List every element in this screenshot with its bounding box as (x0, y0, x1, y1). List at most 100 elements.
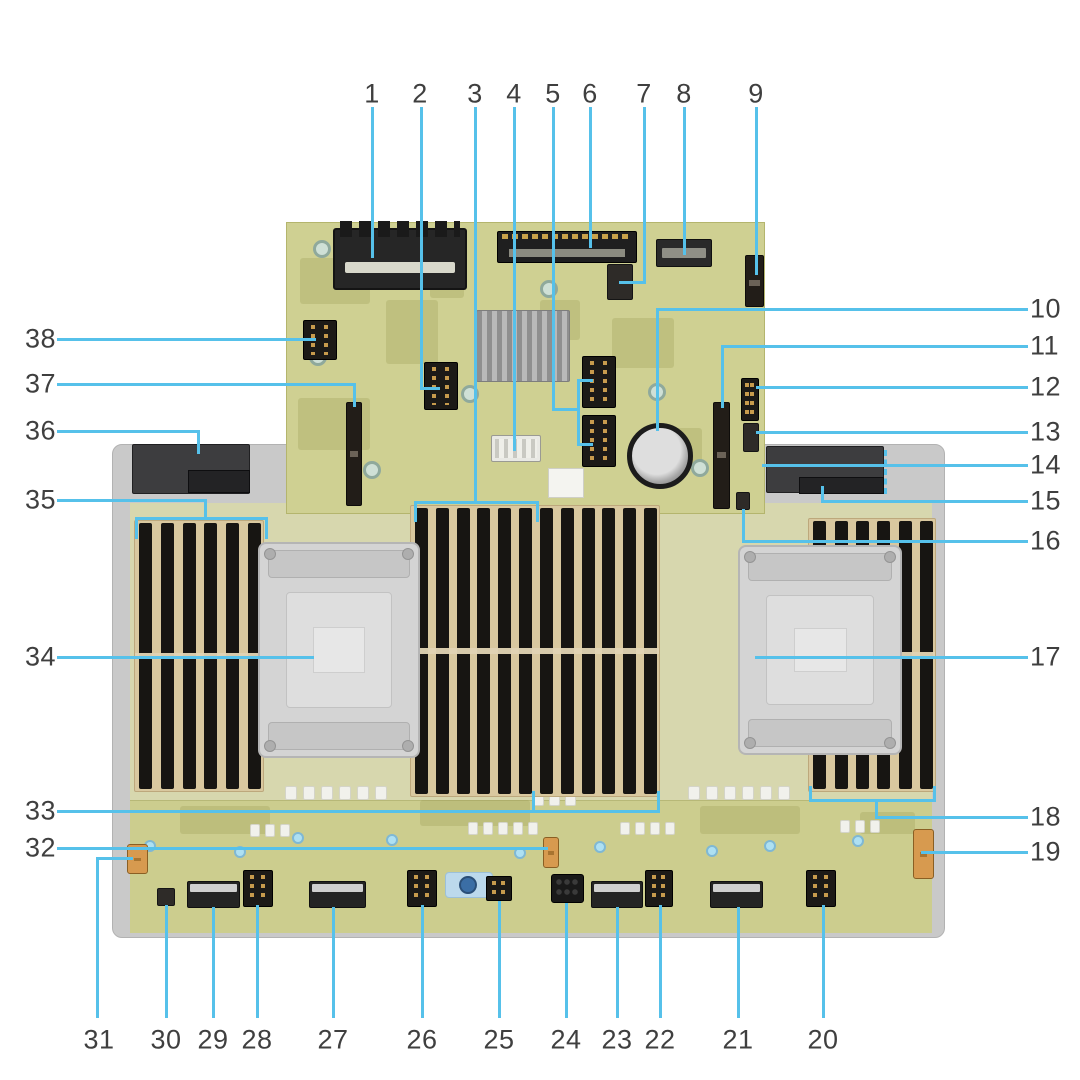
leader-line-27 (331, 906, 335, 1018)
callout-number-35: 35 (24, 484, 56, 515)
connector-28 (243, 870, 273, 907)
connector-12 (741, 378, 759, 421)
leader-line-11 (720, 344, 1028, 348)
leader-line-16 (741, 508, 745, 543)
callout-number-4: 4 (506, 78, 522, 109)
callout-number-21: 21 (722, 1024, 754, 1055)
capacitor (250, 824, 260, 837)
capacitor (357, 786, 369, 800)
callout-number-36: 36 (24, 415, 56, 446)
callout-number-38: 38 (24, 323, 56, 354)
leader-line-35 (203, 498, 207, 520)
callout-number-1: 1 (364, 78, 380, 109)
screw-hole (691, 459, 709, 477)
capacitor (303, 786, 315, 800)
connector-key (717, 452, 726, 459)
connector-5b (582, 415, 616, 467)
connector-key (133, 857, 142, 861)
leader-line-1 (370, 106, 374, 258)
leader-line-25 (497, 900, 501, 1018)
callout-number-25: 25 (483, 1024, 515, 1055)
capacitor (778, 786, 790, 800)
leader-line-18 (874, 815, 1028, 819)
grommet-plug (459, 876, 477, 894)
screw-hole (363, 461, 381, 479)
cpu-screw (744, 551, 756, 563)
connector-29 (187, 881, 240, 908)
leader-line-16 (741, 539, 1028, 543)
callout-number-28: 28 (241, 1024, 273, 1055)
capacitor (375, 786, 387, 800)
callout-number-26: 26 (406, 1024, 438, 1055)
service-label (548, 468, 584, 498)
capacitor (498, 822, 508, 835)
leader-line-14 (761, 463, 1028, 467)
leader-line-34 (56, 655, 314, 659)
capacitor (528, 822, 538, 835)
cpu-socket-left (258, 542, 420, 758)
callout-number-12: 12 (1030, 371, 1062, 402)
capacitor (513, 822, 523, 835)
connector-21 (710, 881, 763, 908)
callout-number-33: 33 (24, 795, 56, 826)
capacitor (635, 822, 645, 835)
callout-number-2: 2 (412, 78, 428, 109)
leader-line-29 (211, 906, 215, 1018)
capacitor (321, 786, 333, 800)
capacitor (483, 822, 493, 835)
connector-pins (487, 881, 511, 896)
pcb-patch (700, 806, 800, 834)
cpu-screw (744, 737, 756, 749)
capacitor-blue (764, 840, 776, 852)
leader-line-12 (755, 385, 1028, 389)
connector-23 (591, 881, 643, 908)
capacitor (265, 824, 275, 837)
screw-hole (540, 280, 558, 298)
connector-cap (190, 884, 237, 892)
connector-22 (645, 870, 673, 907)
connector-cap (713, 884, 760, 892)
connector-pins (583, 361, 615, 403)
leader-line-9 (754, 106, 758, 275)
connector-key (919, 851, 928, 858)
connector-27 (309, 881, 366, 908)
connector-pins (807, 875, 835, 902)
cpu-frame (766, 595, 874, 705)
leader-line-30 (164, 904, 168, 1018)
capacitor-blue (852, 835, 864, 847)
connector-6 (497, 231, 637, 263)
callout-number-34: 34 (24, 641, 56, 672)
connector-stripes (495, 439, 537, 458)
leader-line-22 (658, 904, 662, 1018)
leader-line-18 (874, 798, 878, 819)
callout-number-14: 14 (1030, 449, 1062, 480)
leader-line-33 (56, 809, 660, 813)
callout-number-15: 15 (1030, 485, 1062, 516)
leader-line-15 (820, 485, 824, 503)
riser-slot-11 (713, 402, 730, 509)
leader-line-5 (551, 407, 580, 411)
connector-pins (244, 875, 272, 902)
leader-line-31 (95, 856, 99, 1018)
callout-number-9: 9 (748, 78, 764, 109)
callout-number-13: 13 (1030, 416, 1062, 447)
capacitor (855, 820, 865, 833)
pcb-patch (612, 318, 674, 368)
connector-slot (345, 262, 455, 274)
callout-number-20: 20 (807, 1024, 839, 1055)
callout-number-37: 37 (24, 368, 56, 399)
callout-number-22: 22 (644, 1024, 676, 1055)
capacitor-blue (706, 845, 718, 857)
cpu-frame (286, 592, 392, 708)
riser-slot-37 (346, 402, 362, 506)
connector-pins (425, 367, 457, 405)
pcb-patch (386, 300, 438, 364)
leader-line-24 (564, 902, 568, 1018)
connector-26 (407, 870, 437, 907)
connector-1 (333, 221, 467, 290)
connector-32 (543, 837, 559, 868)
cpu-screw (264, 548, 276, 560)
connector-teeth (340, 221, 460, 237)
capacitor (339, 786, 351, 800)
cpu-socket-right (738, 545, 902, 755)
